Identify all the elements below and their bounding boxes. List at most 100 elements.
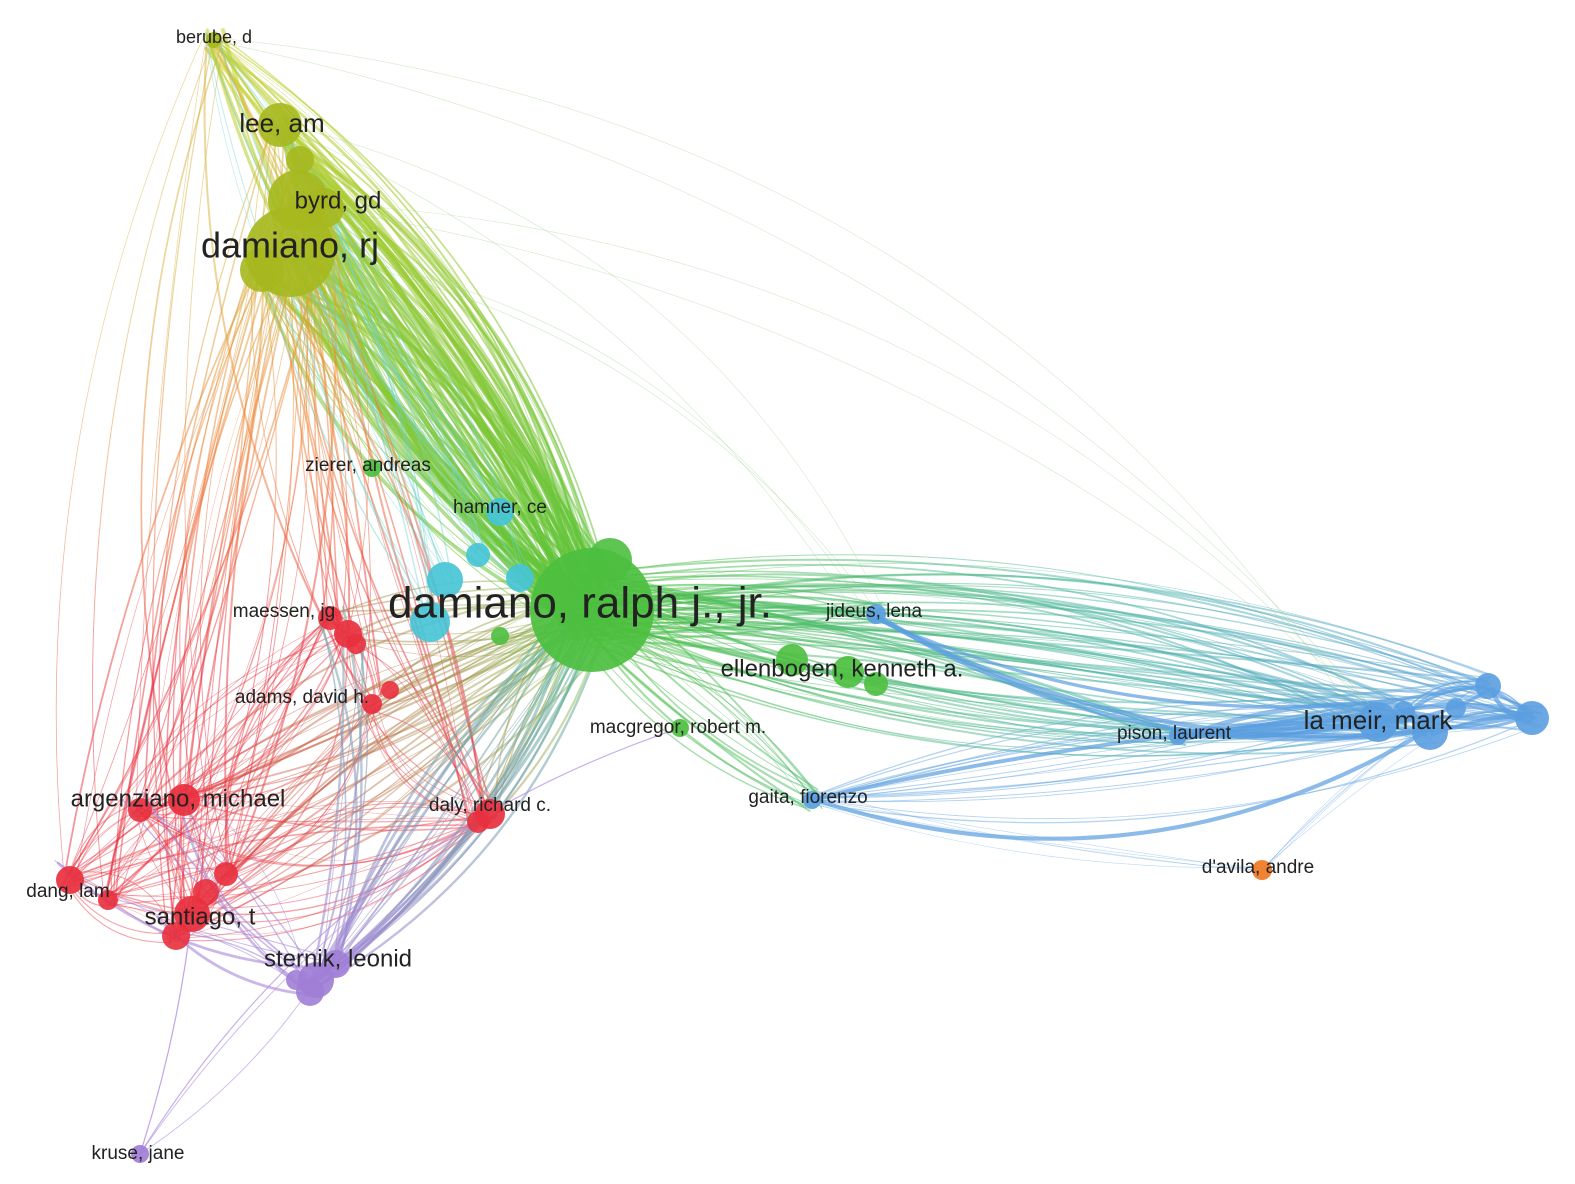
node-la-meir[interactable]	[1358, 702, 1398, 742]
label-macgregor: macgregor, robert m.	[590, 717, 766, 738]
minor-node[interactable]	[318, 606, 342, 630]
yellow-red-link	[270, 267, 382, 695]
red-link	[70, 807, 491, 923]
yellow-red-link	[184, 48, 223, 880]
green-blue-link	[595, 601, 1529, 714]
red-link	[325, 614, 486, 808]
red-link	[109, 801, 490, 907]
label-byrd: byrd, gd	[295, 187, 382, 214]
minor-node[interactable]	[410, 602, 450, 642]
red-green-link	[133, 587, 579, 815]
node-jideus[interactable]	[866, 604, 886, 624]
node-pison[interactable]	[1169, 727, 1187, 745]
node-ellenbogen[interactable]	[832, 656, 864, 688]
node-davila[interactable]	[1252, 860, 1272, 880]
purple-link	[142, 791, 315, 981]
node-damiano-ralph[interactable]	[530, 548, 654, 672]
minor-node[interactable]	[193, 879, 219, 905]
yellow-red-link	[331, 207, 493, 824]
purple-link	[187, 783, 308, 989]
yellow-red-link	[55, 31, 206, 872]
red-link	[68, 824, 485, 883]
yellow-cyan-link	[220, 42, 509, 503]
green-blue-link	[570, 573, 1490, 676]
yellow-cyan-link	[206, 41, 455, 580]
red-link	[69, 799, 187, 887]
minor-node[interactable]	[286, 146, 314, 174]
minor-node[interactable]	[467, 811, 489, 833]
purple-link	[321, 623, 347, 962]
blue-link	[809, 723, 1433, 803]
yellow-cyan-link	[281, 256, 433, 620]
node-dang[interactable]	[56, 866, 84, 894]
minor-node[interactable]	[381, 681, 399, 699]
minor-node[interactable]	[1515, 701, 1549, 735]
red-link	[110, 802, 181, 903]
yellow-red-link	[135, 46, 205, 816]
node-adams[interactable]	[362, 694, 382, 714]
minor-node[interactable]	[128, 798, 152, 822]
minor-node[interactable]	[776, 644, 808, 676]
minor-node[interactable]	[1393, 701, 1415, 723]
minor-node[interactable]	[322, 950, 350, 978]
red-green-link	[186, 629, 583, 915]
minor-node[interactable]	[214, 862, 238, 886]
yellow-cyan-link	[261, 274, 434, 624]
minor-node[interactable]	[162, 922, 190, 950]
minor-node[interactable]	[864, 672, 888, 696]
green-blue-link	[616, 597, 1187, 746]
node-zierer[interactable]	[363, 459, 381, 477]
minor-node[interactable]	[427, 562, 463, 598]
node-macgregor[interactable]	[671, 719, 689, 737]
blue-link	[809, 707, 1401, 799]
minor-node[interactable]	[506, 564, 534, 592]
minor-node[interactable]	[98, 890, 118, 910]
minor-node[interactable]	[1446, 698, 1466, 718]
minor-node[interactable]	[286, 970, 306, 990]
blue-link	[1261, 724, 1430, 872]
red-link	[69, 803, 136, 878]
purple-link	[310, 625, 345, 981]
label-damiano-ralph: damiano, ralph j., jr.	[388, 579, 772, 628]
green-blue-link	[616, 585, 1414, 712]
minor-node[interactable]	[240, 248, 284, 292]
blue-link	[1261, 733, 1438, 870]
green-blue-link	[559, 608, 1491, 704]
blue-link	[813, 694, 1486, 804]
red-link	[101, 806, 183, 904]
green-blue-link	[579, 583, 1478, 692]
node-argenziano[interactable]	[168, 784, 200, 816]
yellow-blue-link	[291, 249, 877, 628]
minor-node[interactable]	[304, 188, 344, 228]
node-hamner[interactable]	[486, 498, 514, 526]
yellow-blue-link	[298, 204, 1381, 714]
node-kruse[interactable]	[131, 1145, 149, 1163]
purple-link	[139, 979, 317, 1155]
blue-link	[803, 797, 1265, 872]
node-santiago[interactable]	[174, 896, 210, 932]
blue-link	[809, 725, 1435, 841]
minor-node[interactable]	[491, 627, 509, 645]
purple-link	[182, 816, 309, 993]
yellow-blue-link	[213, 37, 1365, 730]
minor-node[interactable]	[1475, 673, 1501, 699]
yellow-red-link	[138, 261, 265, 807]
minor-node[interactable]	[466, 543, 490, 567]
red-link	[64, 635, 348, 876]
node-lee[interactable]	[258, 103, 302, 147]
label-sternik: sternik, leonid	[264, 945, 412, 972]
minor-node[interactable]	[588, 538, 632, 582]
label-maessen: maessen, jg	[233, 601, 335, 622]
label-kruse: kruse, jane	[92, 1143, 185, 1164]
node-gaita[interactable]	[803, 791, 821, 809]
node-berube[interactable]	[206, 32, 222, 48]
blue-link	[809, 698, 1539, 798]
minor-node[interactable]	[346, 634, 366, 654]
red-link	[186, 633, 349, 918]
minor-node[interactable]	[1412, 714, 1448, 750]
label-gaita: gaita, fiorenzo	[748, 787, 867, 808]
yellow-red-link	[152, 35, 215, 940]
